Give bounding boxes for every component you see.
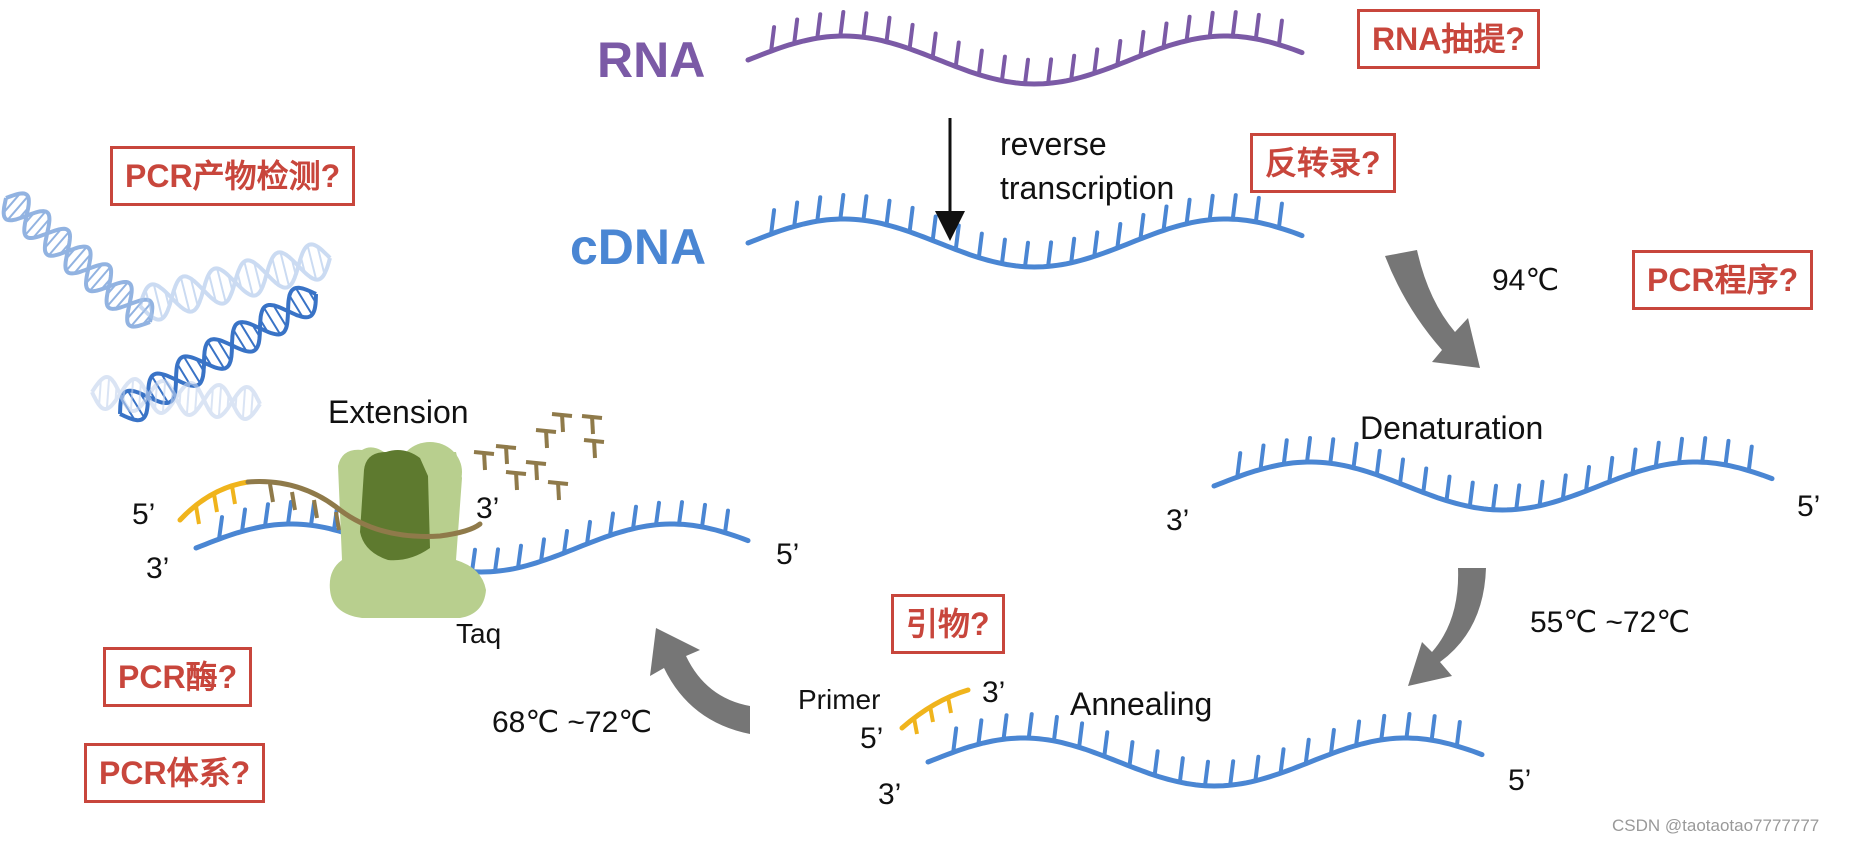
extension-3-prime-template: 3’ [146,552,170,585]
annealing-5-prime: 5’ [1508,764,1532,797]
denaturation-label: Denaturation [1360,410,1544,446]
denaturation-3-prime: 3’ [1166,504,1190,537]
annealing-label: Annealing [1070,686,1213,722]
annealing-template-strand [925,712,1485,789]
helix-1 [1,191,155,329]
annealing-cycle-arrow [1408,568,1486,686]
question-rna-extraction: RNA抽提? [1357,9,1540,69]
question-pcr-product-detection: PCR产物检测? [110,146,356,206]
taq-label: Taq [456,618,502,649]
annealing-primer [899,687,971,735]
extension-3-prime-new: 3’ [476,492,500,525]
dna-helix-illustration [1,191,332,423]
question-reverse-transcription: 反转录? [1250,133,1396,193]
extension-temperature: 68℃ ~72℃ [492,706,652,739]
denatured-strand [1211,436,1775,513]
primer-label: Primer [798,684,881,715]
primer-5-prime: 5’ [860,722,884,755]
transcription-label: transcription [1000,170,1175,206]
extension-5-prime-primer: 5’ [132,498,156,531]
taq-polymerase [329,442,486,618]
extension-template-strand [193,500,751,575]
denaturation-cycle-arrow [1385,250,1480,368]
cdna-label: cDNA [570,219,707,275]
rna-strand [745,10,1305,87]
denaturation-5-prime: 5’ [1797,490,1821,523]
annealing-temperature: 55℃ ~72℃ [1530,606,1690,639]
extension-label: Extension [328,394,469,430]
extension-cycle-arrow [650,628,750,734]
helix-2 [138,242,332,322]
rna-label: RNA [597,32,706,88]
question-pcr-system: PCR体系? [84,743,266,803]
annealing-3-prime: 3’ [878,778,902,811]
question-pcr-program: PCR程序? [1632,250,1814,310]
free-nucleotides [473,412,605,501]
question-primer: 引物? [891,594,1005,654]
helix-4 [90,374,262,422]
watermark: CSDN @taotaotao7777777 [1612,816,1820,835]
question-pcr-enzyme: PCR酶? [103,647,253,707]
reverse-label: reverse [1000,126,1107,162]
extension-5-prime-template: 5’ [776,538,800,571]
denaturation-temperature: 94℃ [1492,264,1560,297]
primer-3-prime: 3’ [982,676,1006,709]
new-strand [245,479,483,539]
extension-primer [177,479,251,525]
